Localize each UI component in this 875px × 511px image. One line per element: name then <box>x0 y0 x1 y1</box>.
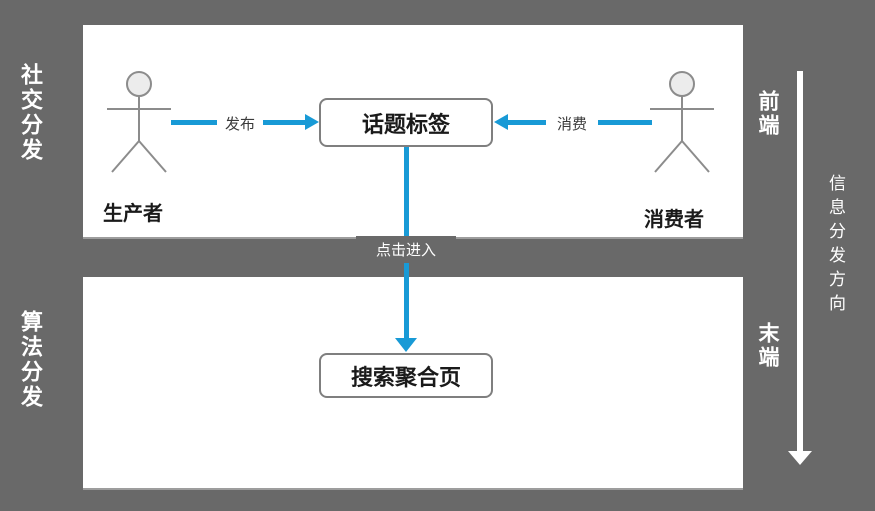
social-distribution-label: 社交分发 <box>18 63 43 163</box>
consume-arrow-line <box>598 120 652 125</box>
down-arrow-icon <box>788 451 812 465</box>
consumer-stick-figure-icon <box>650 71 714 173</box>
consume-arrow-line <box>508 120 546 125</box>
producer-label: 生产者 <box>103 203 163 225</box>
producer-stick-figure-icon <box>107 71 171 173</box>
direction-arrow-shaft <box>797 71 803 451</box>
consume-edge-label: 消费 <box>556 116 587 133</box>
left-arrowhead-icon <box>494 114 508 130</box>
topic-tag-node: 话题标签 <box>319 98 493 147</box>
publish-arrow-line <box>171 120 217 125</box>
consumer-label: 消费者 <box>644 209 704 231</box>
search-aggregation-page-node-label: 搜索聚合页 <box>350 364 461 390</box>
down-arrowhead-icon <box>395 338 417 352</box>
search-aggregation-page-node: 搜索聚合页 <box>319 353 493 398</box>
right-arrowhead-icon <box>305 114 319 130</box>
publish-arrow-line <box>263 120 306 125</box>
click-enter-edge-label: 点击进入 <box>356 236 456 263</box>
topic-tag-node-label: 话题标签 <box>361 111 450 137</box>
algorithm-distribution-label: 算法分发 <box>18 310 43 410</box>
publish-edge-label: 发布 <box>224 116 255 133</box>
front-end-label: 前端 <box>756 90 779 138</box>
terminal-end-label: 末端 <box>756 322 779 370</box>
information-distribution-direction-label: 信息分发方向 <box>826 174 845 318</box>
